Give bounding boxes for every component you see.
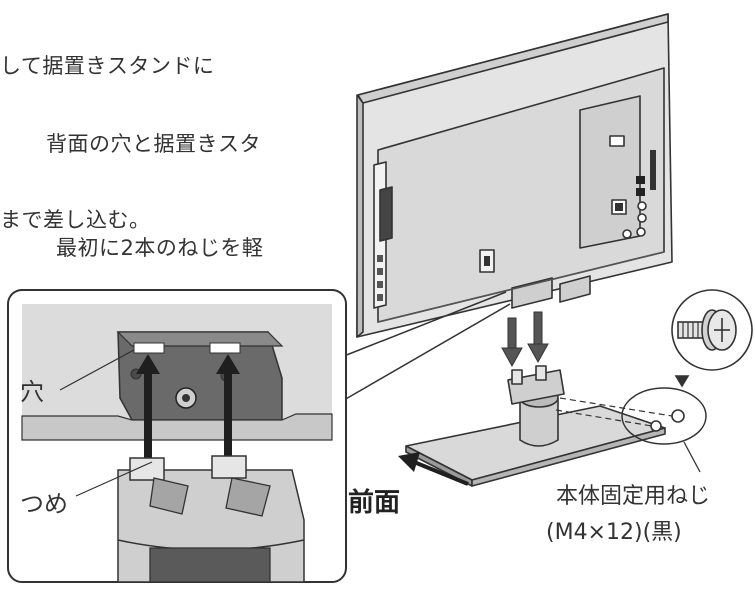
tabletop-stand (405, 365, 685, 487)
screw-highlight-circle (621, 387, 707, 445)
front-direction-arrow (398, 452, 469, 486)
tab-callout-label: つめ (20, 490, 68, 518)
zoom-connector (343, 291, 511, 401)
instruction-line-1: して据置きスタンドに (0, 54, 215, 78)
front-label: 前面 (348, 488, 401, 518)
hole-callout-label: 穴 (20, 378, 44, 406)
instruction-line-2: 背面の穴と据置きスタ (46, 132, 261, 156)
screw-detail (671, 289, 753, 388)
instruction-line-4: 最初に2本のねじを軽 (56, 236, 264, 260)
instruction-line-3: まで差し込む。 (0, 208, 151, 232)
insert-arrows (501, 311, 549, 368)
screw-spec-label: (M4×12)(黒) (546, 520, 682, 545)
tv-back-view (356, 13, 673, 338)
screw-name-label: 本体固定用ねじ (556, 484, 711, 509)
zoom-inset (7, 289, 347, 583)
